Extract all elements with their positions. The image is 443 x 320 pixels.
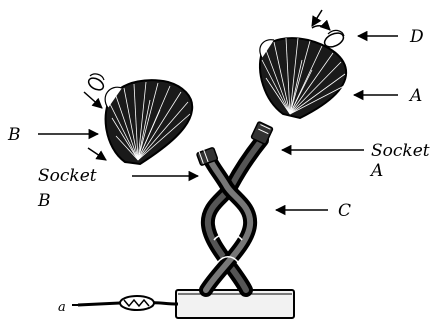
label-socket-a-line2: A <box>369 161 383 181</box>
shade-a <box>260 38 346 118</box>
label-socket-a-line1: Socket <box>371 141 430 161</box>
power-cord <box>72 296 178 310</box>
label-d: D <box>409 27 424 47</box>
shade-b <box>105 80 192 164</box>
label-c: C <box>338 201 351 221</box>
label-b: B <box>7 125 21 145</box>
lamp-stem-loop <box>206 140 262 290</box>
lamp-base <box>176 290 294 318</box>
bulb-b <box>84 74 106 160</box>
label-a: A <box>408 86 422 106</box>
label-plug: a <box>58 300 66 315</box>
label-socket-b-line2: B <box>37 191 51 211</box>
label-socket-b-line1: Socket <box>38 166 97 186</box>
